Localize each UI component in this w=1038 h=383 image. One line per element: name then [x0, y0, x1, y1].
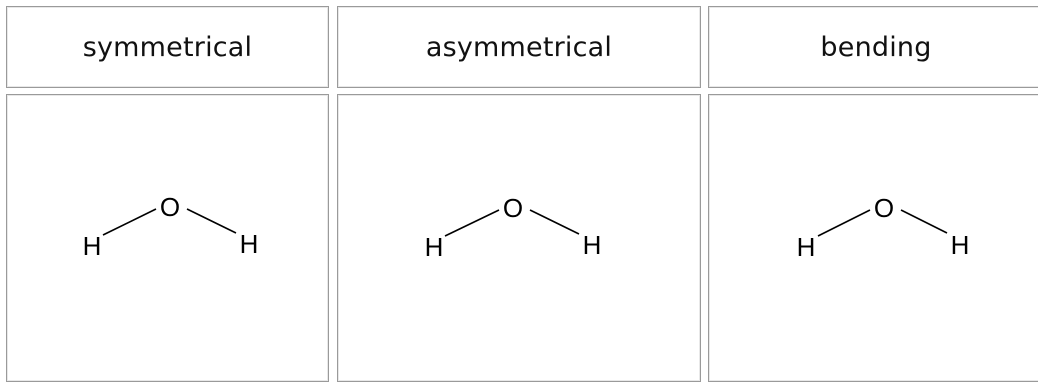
bond-left	[444, 209, 500, 237]
header-label: bending	[820, 31, 932, 63]
atom-oxygen: O	[503, 193, 523, 223]
header-cell-bending: bending	[708, 6, 1038, 88]
atom-hydrogen-left: H	[797, 232, 816, 262]
bond-right	[186, 208, 237, 234]
header-label: symmetrical	[82, 31, 253, 63]
header-label: asymmetrical	[425, 31, 613, 63]
bond-right	[529, 209, 580, 235]
atom-hydrogen-right: H	[951, 230, 970, 260]
water-molecule-diagram: O H H	[425, 193, 602, 262]
molecule-cell-bending: O H H	[708, 94, 1038, 382]
atom-hydrogen-right: H	[583, 230, 602, 260]
atom-hydrogen-left: H	[425, 232, 444, 262]
bond-right	[900, 209, 948, 234]
bond-left	[817, 209, 871, 237]
atom-hydrogen-right: H	[240, 229, 259, 259]
atom-oxygen: O	[874, 193, 894, 223]
bond-left	[102, 208, 157, 236]
molecule-cell-symmetrical: O H H	[6, 94, 329, 382]
water-molecule-diagram: O H H	[797, 193, 970, 262]
header-cell-symmetrical: symmetrical	[6, 6, 329, 88]
atom-hydrogen-left: H	[83, 231, 102, 261]
water-molecule-diagram: O H H	[83, 192, 259, 261]
header-cell-asymmetrical: asymmetrical	[337, 6, 701, 88]
molecule-cell-asymmetrical: O H H	[337, 94, 701, 382]
atom-oxygen: O	[160, 192, 180, 222]
